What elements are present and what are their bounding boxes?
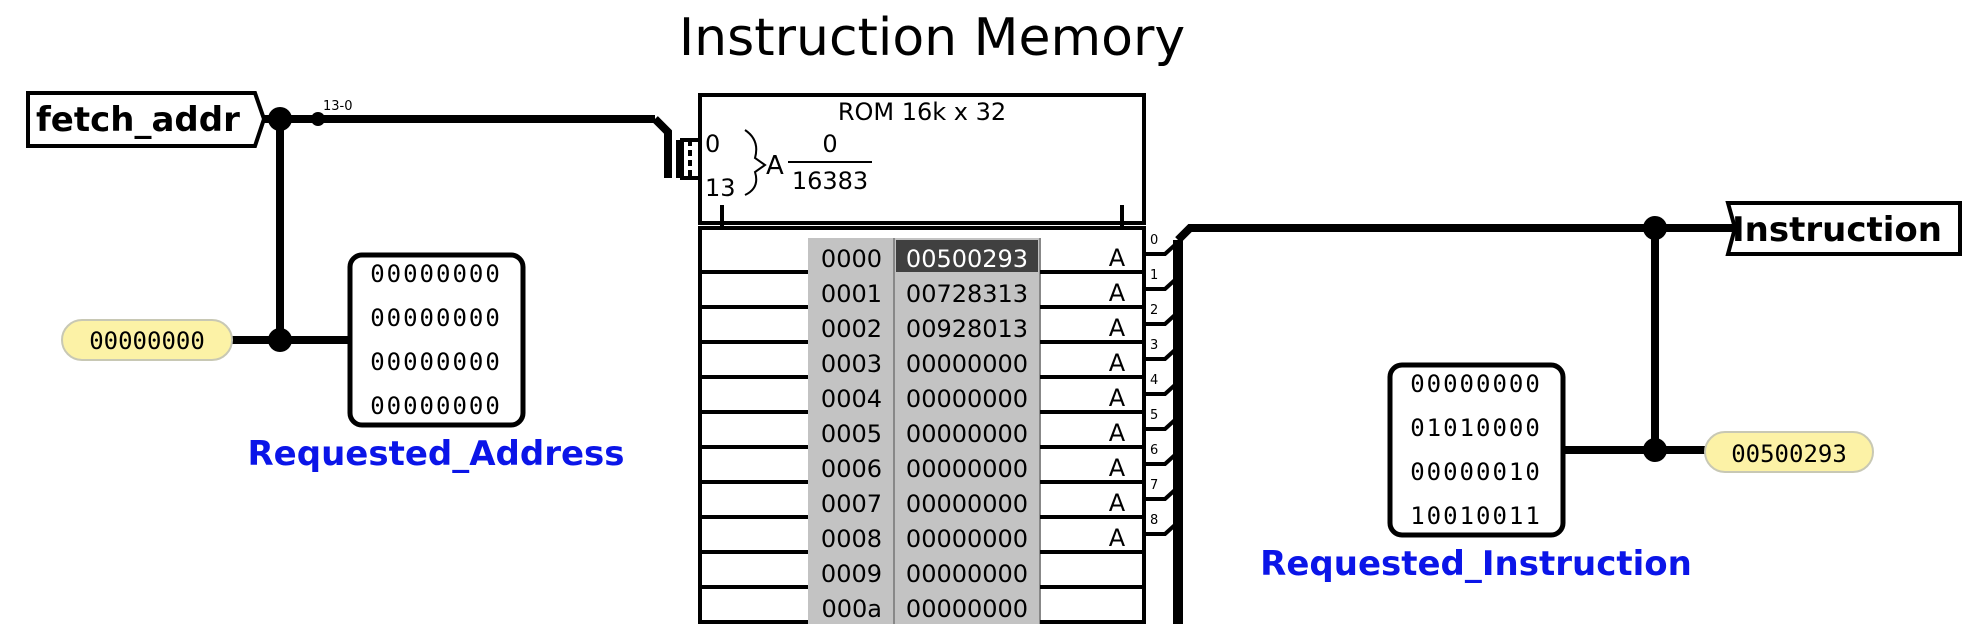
rom-row-address: 0003 [821,350,882,378]
rom-row-address: 000a [821,595,882,623]
rom-addr-letter: A [766,151,784,181]
rom-row-value: 00000000 [906,350,1028,378]
page-title: Instruction Memory [679,8,1185,68]
address-probe-value: 00000000 [89,327,205,355]
instruction-tunnel[interactable]: Instruction [1725,201,1962,256]
rom-bit-index: 6 [1150,443,1158,458]
instruction-bits-row: 00000010 [1410,458,1542,486]
rom-bit-index: 1 [1150,268,1158,283]
rom-row-address: 0000 [821,245,882,273]
instruction-bits-row: 10010011 [1410,502,1542,530]
instruction-probe-value: 00500293 [1731,440,1847,468]
rom-bit-index: 4 [1150,373,1158,388]
rom-row-address: 0002 [821,315,882,343]
rom-bit-wire [1144,242,1178,256]
rom-bit-wire [1144,347,1178,361]
rom-row-value: 00000000 [906,560,1028,588]
rom-selected-cell [896,240,1038,272]
rom-row-address: 0005 [821,420,882,448]
address-bits-row: 00000000 [370,304,502,332]
rom-data-port-letter: A [1109,314,1126,342]
address-bits-row: 00000000 [370,348,502,376]
rom-data-port-letter: A [1109,244,1126,272]
rom-range-low: 0 [822,130,837,158]
instruction-probe[interactable]: 00500293 [1704,431,1874,473]
rom-data-port-letter: A [1109,454,1126,482]
rom-row-value: 00000000 [906,385,1028,413]
rom-bit-index: 5 [1150,408,1158,423]
rom-title: ROM 16k x 32 [838,98,1006,126]
rom-data-port-letter: A [1109,279,1126,307]
rom-row-value: 00000000 [906,420,1028,448]
instruction-bits-row: 01010000 [1410,414,1542,442]
fetch-addr-label: fetch_addr [36,100,240,140]
address-bits-row: 00000000 [370,260,502,288]
requested-address-label: Requested_Address [247,434,624,474]
fetch-addr-tunnel[interactable]: fetch_addr [26,91,267,148]
rom-row-value: 00000000 [906,525,1028,553]
rom-addr-low: 0 [705,130,720,158]
address-probe[interactable]: 00000000 [61,319,233,361]
rom-row-address: 0009 [821,560,882,588]
rom-data-port-letter: A [1109,524,1126,552]
rom-data-port-letter: A [1109,419,1126,447]
requested-address-display[interactable]: 00000000 00000000 00000000 00000000 [347,252,526,428]
splitter-point [311,112,325,126]
requested-instruction-display[interactable]: 00000000 01010000 00000010 10010011 [1387,362,1566,538]
rom-bit-wire [1144,312,1178,326]
rom-bit-index: 0 [1150,233,1158,248]
rom-row-value: 00500293 [906,245,1028,273]
address-bits-row: 00000000 [370,392,502,420]
rom-row-address: 0001 [821,280,882,308]
wire-junction [268,107,292,131]
rom-bit-wire [1144,487,1178,501]
wire-junction [1643,216,1667,240]
rom-bit-index: 2 [1150,303,1158,318]
rom-row-value: 00000000 [906,490,1028,518]
rom-row-address: 0004 [821,385,882,413]
rom-bit-index: 8 [1150,513,1158,528]
rom-bit-index: 7 [1150,478,1158,493]
rom-data-port-letter: A [1109,349,1126,377]
rom-addr-high: 13 [705,174,736,202]
rom-data-port-letter: A [1109,384,1126,412]
rom-row-value: 00928013 [906,315,1028,343]
instruction-label: Instruction [1732,210,1942,250]
rom-data-port-letter: A [1109,489,1126,517]
wire-junction [268,328,292,352]
rom-row-value: 00728313 [906,280,1028,308]
rom-bit-wire [1144,277,1178,291]
rom-bit-wire [1144,522,1178,536]
wire-junction [1643,438,1667,462]
rom-row-address: 0006 [821,455,882,483]
rom-bit-wire [1144,417,1178,431]
rom-bit-wire [1144,382,1178,396]
requested-instruction-label: Requested_Instruction [1260,544,1692,584]
splitter-bits-label: 13-0 [323,99,353,114]
rom-row-value: 00000000 [906,595,1028,623]
rom-output-bus [1173,224,1735,624]
instruction-bits-row: 00000000 [1410,370,1542,398]
rom-row-address: 0007 [821,490,882,518]
rom-row-value: 00000000 [906,455,1028,483]
rom-bit-wire [1144,452,1178,466]
rom-row-address: 0008 [821,525,882,553]
rom-bit-index: 3 [1150,338,1158,353]
rom-range-high: 16383 [792,167,868,195]
rom-table: 0000 00500293 0001 00728313 0002 00928013 0003… [700,233,1178,624]
